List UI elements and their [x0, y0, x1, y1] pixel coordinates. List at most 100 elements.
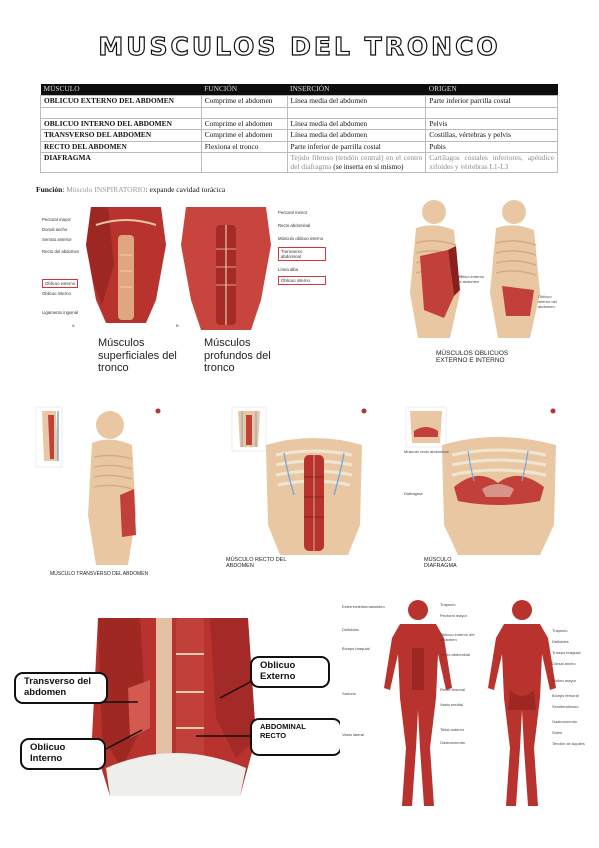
label-triceps-braquial: Tríceps braquial — [552, 650, 581, 655]
oblicuos-illustration — [410, 200, 540, 338]
label-tendon-aquiles: Tendón de Aquiles — [552, 741, 585, 746]
muscles-table: MÚSCULO FUNCIÓN INSERCIÓN ORIGEN OBLICUO… — [40, 84, 558, 174]
table-header-row: MÚSCULO FUNCIÓN INSERCIÓN ORIGEN — [40, 84, 558, 96]
cell-funcion: Comprime el abdomen — [200, 117, 288, 131]
cell-origen: Pubis — [425, 140, 558, 154]
trunk-muscles-illustration — [36, 205, 271, 335]
insercion-gray-text: Tejido fibroso (tendón central) en el ce… — [290, 153, 423, 171]
label-vasto-lateral: Vasto lateral — [342, 732, 364, 737]
caption-oblicuos: MÚSCULOS OBLICUOS EXTERNO E INTERNO — [436, 350, 509, 365]
table-row: RECTO DEL ABDOMEN Flexiona el tronco Par… — [40, 140, 558, 154]
cell-origen: Cartílagos costales inferiores, apéndice… — [425, 152, 558, 174]
transverso-illustration — [35, 406, 161, 565]
table-spacer-row — [40, 106, 558, 119]
cell-origen: Costillas, vértebras y pelvis — [425, 129, 558, 142]
label-biceps-femoral: Bíceps femoral — [552, 693, 579, 698]
label-oblicuo-interno-right: Oblicuo interno — [278, 276, 326, 285]
function-note-rest: : expande cavidad torácica — [145, 185, 226, 194]
figure1-right-labels: Pectoral menor Recto abdominal Músculo o… — [278, 210, 326, 285]
label-recto-abdominal: Recto abdominal — [278, 223, 311, 228]
label-trapecio-back: Trapecio — [552, 628, 568, 633]
letter-a: A — [72, 323, 75, 328]
caption-profundos: Músculos profundos del tronco — [204, 337, 271, 375]
figure-recto: MÚSCULO RECTO DEL ABDOMEN — [224, 405, 369, 580]
figure-diafragma: Músculo recto abdominal Diafragma MÚSCUL… — [398, 405, 558, 580]
label-gastrocnemio-back: Gastrocnemio — [552, 719, 577, 724]
label-recto-abdomen: Recto del abdomen — [42, 249, 80, 254]
label-musculo-oblicuo-interno: Músculo oblicuo interno — [278, 236, 324, 241]
function-note-highlight: Músculo INSPIRATORIO — [66, 185, 146, 194]
label-transverso-abdominal: Transverso abdominal — [278, 247, 326, 261]
label-recto-abdominal-fig5: Músculo recto abdominal — [404, 449, 449, 454]
label-pectoral-mayor: Pectoral mayor — [42, 217, 71, 222]
callout-transverso: Transverso del abdomen — [14, 672, 108, 704]
label-tibial-anterior: Tibial anterior — [440, 727, 465, 732]
label-pectoral-mayor-front: Pectoral mayor — [440, 613, 467, 618]
cell-funcion: Flexiona el tronco — [200, 140, 288, 154]
cell-musculo: OBLICUO EXTERNO DEL ABDOMEN — [40, 95, 202, 108]
recto-illustration — [231, 406, 367, 555]
col-header-origen: ORIGEN — [425, 84, 558, 96]
figure-full-body: Esternocleidomastoideo Deltoides Bíceps … — [340, 598, 588, 813]
back-labels: Trapecio Deltoides Tríceps braquial Dors… — [552, 628, 588, 746]
col-header-insercion: INSERCIÓN — [287, 84, 426, 96]
label-recto-abdominal-front: Recto abdominal — [440, 652, 471, 657]
table-row: OBLICUO INTERNO DEL ABDOMEN Comprime el … — [40, 117, 558, 131]
label-oblicuo-externo: Oblicuo externo — [42, 279, 79, 288]
cell-origen: Pelvis — [425, 117, 558, 131]
figure-transverso: MÚSCULO TRANSVERSO DEL ABDOMEN — [32, 405, 164, 580]
label-trapecio-front: Trapecio — [440, 602, 456, 607]
cell-insercion: Línea media del abdomen — [286, 95, 427, 108]
label-oblicuo-externo-fig2: Oblicuo externo del abdomen — [456, 274, 485, 284]
col-header-musculo: MÚSCULO — [40, 84, 202, 96]
caption-recto: MÚSCULO RECTO DEL ABDOMEN — [226, 557, 287, 570]
label-gluteo-mayor: Glúteo mayor — [552, 678, 577, 683]
function-note-label: Función — [36, 185, 63, 194]
label-sartorio: Sartorio — [342, 691, 357, 696]
label-deltoides-front: Deltoides — [342, 627, 359, 632]
caption-diafragma: MÚSCULO DIAFRAGMA — [424, 557, 457, 570]
page-title: MUSCULOS DEL TRONCO — [98, 31, 501, 61]
label-vasto-medial: Vasto medial — [440, 702, 463, 707]
figure-abdominal-closeup: Transverso del abdomen Oblicuo Interno O… — [10, 618, 342, 796]
diafragma-illustration — [405, 406, 556, 555]
caption-superficiales: Músculos superficiales del tronco — [98, 337, 177, 375]
insercion-dark-text: (se inserta en sí mismo) — [333, 161, 404, 171]
label-gastrocnemio-front: Gastrocnemio — [440, 740, 465, 745]
cell-funcion: Comprime el abdomen — [200, 95, 288, 108]
abdominal-closeup-illustration — [92, 618, 256, 796]
cell-musculo: OBLICUO INTERNO DEL ABDOMEN — [40, 117, 202, 131]
cell-musculo: DIAFRAGMA — [40, 152, 202, 174]
front-labels-left: Esternocleidomastoideo Deltoides Bíceps … — [342, 604, 398, 747]
cell-insercion: Tejido fibroso (tendón central) en el ce… — [286, 152, 427, 174]
figure-trunk-muscles: Pectoral mayor Dorsal ancho Serrato ante… — [36, 205, 276, 380]
cell-origen: Parte inferior parrilla costal — [425, 95, 558, 108]
cell-insercion: Línea media del abdomen — [286, 129, 427, 142]
letter-b: B — [176, 323, 179, 328]
cell-insercion: Línea media del abdomen — [286, 117, 427, 131]
label-serrato-anterior: Serrato anterior — [42, 237, 72, 242]
label-esternocleidomastoideo: Esternocleidomastoideo — [342, 604, 385, 609]
label-diafragma-fig5: Diafragma — [404, 491, 423, 496]
label-dorsal-ancho: Dorsal ancho — [42, 227, 68, 232]
function-note: Función: Músculo INSPIRATORIO: expande c… — [36, 185, 226, 194]
label-semitendinoso: Semitendinoso — [552, 704, 579, 709]
label-pectoral-menor: Pectoral menor — [278, 210, 308, 215]
cell-musculo: TRANSVERSO DEL ABDOMEN — [40, 129, 202, 142]
label-dorsal-ancho-back: Dorsal ancho — [552, 661, 576, 666]
full-body-illustration — [384, 600, 556, 806]
label-oblicuo-interno: Oblicuo interno — [42, 291, 71, 296]
table-row: DIAFRAGMA Tejido fibroso (tendón central… — [40, 152, 558, 174]
label-deltoides-back: Deltoides — [552, 639, 569, 644]
label-soleo: Sóleo — [552, 730, 563, 735]
table-row: OBLICUO EXTERNO DEL ABDOMEN Comprime el … — [40, 95, 558, 108]
caption-transverso: MÚSCULO TRANSVERSO DEL ABDOMEN — [50, 571, 149, 577]
cell-insercion: Parte inferior de parrilla costal — [286, 140, 427, 154]
label-ligamento-inguinal: Ligamento inguinal — [42, 310, 79, 315]
label-oblicuo-externo-front: Oblicuo externo del abdomen — [440, 632, 475, 642]
table-row: TRANSVERSO DEL ABDOMEN Comprime el abdom… — [40, 129, 558, 142]
label-oblicuo-interno-fig2: Oblicuo interno del abdomen — [538, 294, 557, 309]
callout-oblicuo-interno: Oblicuo Interno — [20, 738, 106, 770]
cell-funcion — [200, 152, 288, 174]
label-recto-femoral: Recto femoral — [440, 687, 465, 692]
